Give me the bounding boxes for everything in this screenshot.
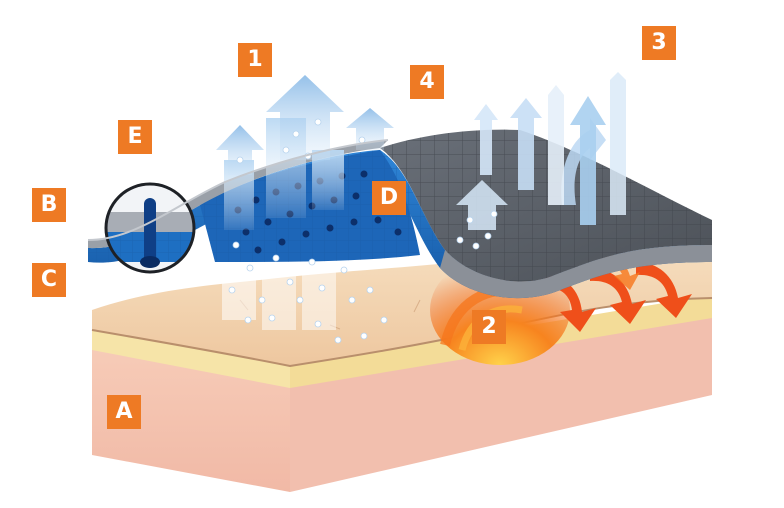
vapor-droplets (228, 118, 498, 344)
vapor-arrow-right (346, 108, 394, 150)
heat-arrow-2 (590, 268, 646, 324)
air-arrow-6 (548, 85, 564, 205)
label-badge-e: E (118, 120, 152, 154)
fat-layer-front (92, 328, 290, 388)
cross-section-magnifier (104, 182, 196, 274)
label-badge-3: 3 (642, 26, 676, 60)
air-arrow-4 (570, 96, 606, 225)
label-badge-a: A (107, 395, 141, 429)
label-badge-d: D (372, 181, 406, 215)
heat-arrow-3 (636, 262, 692, 318)
fabric-left-edge-rim (87, 139, 389, 241)
vapor-arrow-left (216, 125, 264, 175)
vapor-arrow-center (266, 75, 344, 160)
label-badge-4: 4 (410, 65, 444, 99)
fabric-grey-edge (440, 245, 712, 299)
label-badge-c: C (32, 263, 66, 297)
skin-edge-line (91, 297, 713, 368)
vapor-arrows (216, 75, 508, 230)
air-arrows (474, 72, 626, 225)
air-arrow-5 (610, 72, 626, 215)
air-arrow-2 (510, 98, 542, 190)
label-badge-2: 2 (472, 310, 506, 344)
label-badge-b: B (32, 188, 66, 222)
label-badge-1: 1 (238, 43, 272, 77)
dermis-right (290, 300, 712, 492)
pore-channel (144, 198, 156, 266)
fabric-grey-grid (380, 129, 712, 282)
air-arrow-1 (474, 104, 498, 175)
